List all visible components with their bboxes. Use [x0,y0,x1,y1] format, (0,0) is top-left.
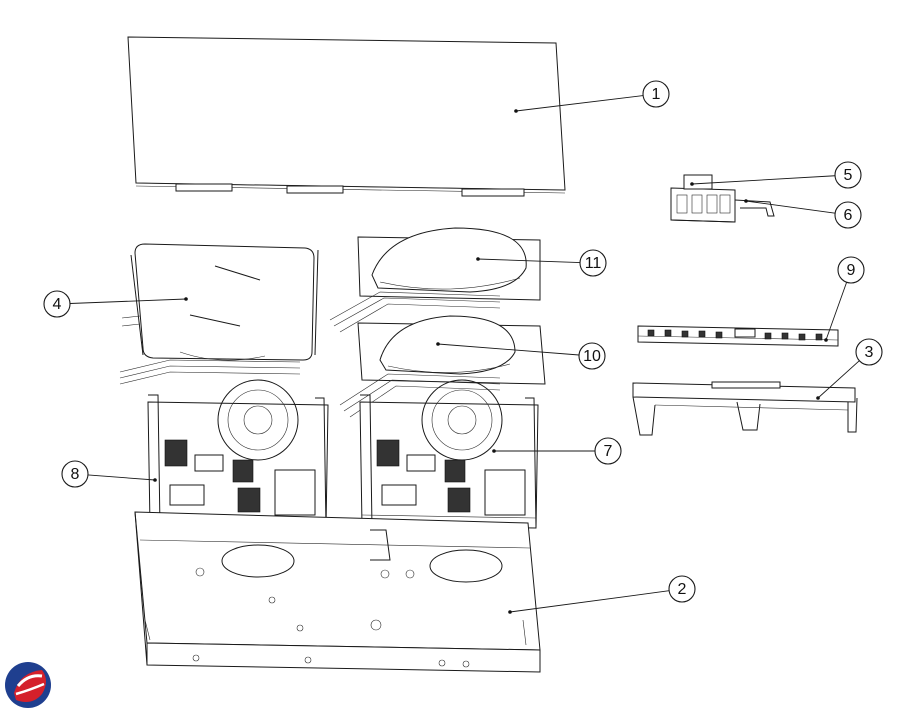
callout-7: 7 [594,437,622,465]
callout-3: 3 [855,338,883,366]
leader-line-4 [69,298,187,304]
callout-circle-8 [61,460,89,488]
leader-dot-6 [744,199,748,203]
callout-9: 9 [837,256,865,284]
base-chassis [134,511,541,673]
terminal-clip [734,199,775,217]
callout-11: 11 [579,249,607,277]
callout-number-6: 6 [844,207,853,224]
leader-dot-8 [153,478,157,482]
callout-1: 1 [642,80,670,108]
callout-8: 8 [61,460,89,488]
leader-line-9 [825,282,848,341]
callout-circle-1 [642,80,670,108]
leader-dot-9 [824,338,828,342]
leader-line-8 [87,474,156,481]
leader-line-10 [437,343,580,356]
leader-dot-7 [492,449,496,453]
callout-number-10: 10 [583,348,601,365]
leader-dot-1 [514,109,518,113]
callout-circle-3 [855,338,883,366]
leader-line-2 [509,590,670,613]
leader-dot-2 [508,610,512,614]
leader-line-5 [691,175,836,185]
callout-circle-6 [834,201,862,229]
callout-circle-11 [579,249,607,277]
callout-number-5: 5 [844,167,853,184]
leader-line-11 [477,258,581,263]
terminal-bracket [632,381,858,436]
callout-circle-5 [834,161,862,189]
leader-dot-11 [476,257,480,261]
callout-circle-10 [578,342,606,370]
leader-line-1 [515,95,644,112]
callout-markers: 1 2 3 4 5 6 7 8 9 10 11 [43,80,883,603]
right-power-board [359,379,539,529]
callout-5: 5 [834,161,862,189]
leader-dot-3 [816,396,820,400]
leader-dot-5 [690,182,694,186]
terminal-block [670,174,736,223]
callout-circle-9 [837,256,865,284]
left-heating-coil-plate [119,243,319,385]
callout-circle-4 [43,290,71,318]
callout-number-3: 3 [865,344,874,361]
lower-right-induction-coil [339,315,546,418]
callout-number-9: 9 [847,262,856,279]
callout-number-7: 7 [604,443,613,460]
callout-circle-2 [668,575,696,603]
leader-line-6 [745,200,836,214]
brand-logo [5,662,51,708]
control-board-strip [637,325,839,347]
callout-10: 10 [578,342,606,370]
callout-number-2: 2 [678,581,687,598]
callout-4: 4 [43,290,71,318]
callout-number-1: 1 [652,86,661,103]
leader-dot-4 [184,297,188,301]
callout-number-4: 4 [53,296,62,313]
callout-leaders [69,95,860,614]
leader-dot-10 [436,342,440,346]
callout-number-8: 8 [71,466,80,483]
top-cover-panel [127,36,566,197]
callout-6: 6 [834,201,862,229]
left-power-board [147,379,329,529]
callout-number-11: 11 [585,255,602,272]
upper-right-induction-coil [329,227,541,333]
leader-line-3 [817,360,860,399]
callout-2: 2 [668,575,696,603]
callout-circle-7 [594,437,622,465]
